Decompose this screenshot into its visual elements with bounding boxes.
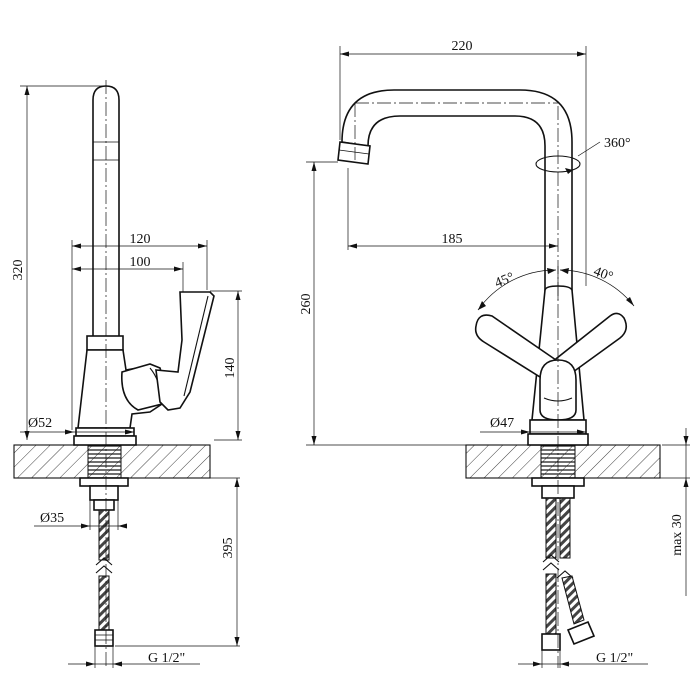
hose-upper-right <box>545 497 557 559</box>
dim-base-diameter-front: Ø47 <box>490 416 514 431</box>
dim-spout-reach: 185 <box>442 232 463 247</box>
hose-nut-left <box>94 629 114 647</box>
dim-spout-height: 260 <box>299 294 314 315</box>
mounting-nut-left <box>79 477 129 487</box>
aerator <box>337 141 371 165</box>
hose-lower-left <box>98 575 110 631</box>
dim-handle-angle-right: 40° <box>591 264 615 285</box>
hose-lower-right-a <box>545 573 557 635</box>
dim-max-countertop: max 30 <box>670 514 685 556</box>
dim-swivel-angle: 360° <box>604 136 631 151</box>
lever-handle-side <box>155 291 215 411</box>
dim-hose-length: 395 <box>221 538 236 559</box>
hose-lower-right-b <box>561 575 585 625</box>
hose-nut-right-b <box>566 620 596 646</box>
hose-upper-left <box>98 509 110 561</box>
dim-thread-left: G 1/2" <box>148 651 185 666</box>
side-view: 320 120 100 140 Ø52 Ø35 <box>11 80 242 668</box>
dim-height-total: 320 <box>11 260 26 281</box>
lever-handle-front <box>539 359 577 421</box>
dim-base-diameter-side: Ø52 <box>28 416 52 431</box>
dim-reach-inner: 100 <box>130 255 151 270</box>
dim-handle-angle-left: 45° <box>493 270 517 291</box>
front-view: 220 360° 185 260 45° 40° Ø47 <box>299 39 690 668</box>
dim-reach-outer: 120 <box>130 232 151 247</box>
dim-shank-diameter: Ø35 <box>40 511 64 526</box>
hose-nut-right-a <box>541 633 561 651</box>
spout-collar <box>86 335 124 351</box>
dim-thread-right: G 1/2" <box>596 651 633 666</box>
spout-tube-front <box>341 89 573 291</box>
mounting-threaded-shank-left <box>87 444 122 479</box>
dim-handle-height: 140 <box>223 358 238 379</box>
dim-spout-width: 220 <box>452 39 473 54</box>
